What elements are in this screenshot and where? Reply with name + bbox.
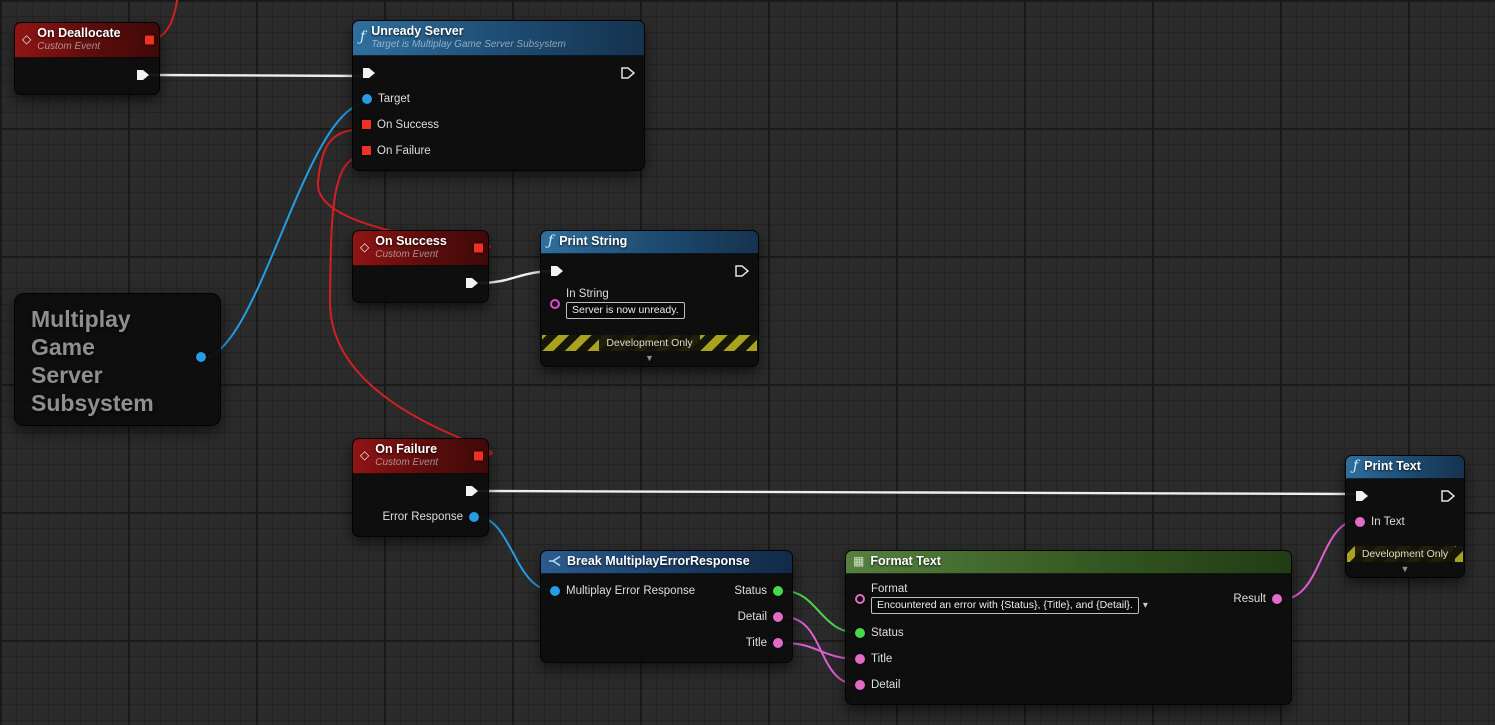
title-input-pin[interactable] — [855, 653, 865, 664]
exec-out-pin[interactable] — [621, 66, 635, 79]
format-input-pin[interactable] — [855, 593, 865, 604]
development-only-banner: Development Only — [542, 334, 757, 351]
multiplay-error-response-input-pin[interactable] — [550, 585, 560, 596]
error-response-output-pin[interactable] — [469, 511, 479, 522]
node-title: Break MultiplayErrorResponse — [567, 554, 750, 568]
collapse-arrow-icon[interactable]: ▼ — [645, 352, 654, 363]
in-text-input-pin[interactable] — [1355, 516, 1365, 527]
node-multiplay-game-server-subsystem[interactable]: Multiplay Game Server Subsystem — [14, 293, 221, 426]
detail-output-pin[interactable] — [773, 611, 783, 622]
development-only-label: Development Only — [599, 334, 700, 351]
node-header: ▦ Format Text — [846, 551, 1291, 574]
function-icon: ƒ — [360, 29, 366, 46]
node-title: Print Text — [1364, 459, 1421, 473]
function-icon: ƒ — [1353, 458, 1359, 475]
delegate-output-pin[interactable] — [474, 243, 483, 253]
on-success-delegate-pin[interactable] — [362, 120, 371, 130]
node-title: Print String — [559, 234, 628, 248]
pin-label-result: Result — [1233, 592, 1266, 605]
node-format-text[interactable]: ▦ Format Text Format Encountered an erro… — [845, 550, 1292, 705]
custom-event-icon: ◇ — [22, 32, 32, 47]
exec-out-pin[interactable] — [136, 69, 150, 81]
node-subtitle: Custom Event — [37, 40, 101, 52]
node-title: On Success — [375, 234, 447, 248]
node-print-text[interactable]: ƒ Print Text In Text Development Only ▼ — [1345, 455, 1465, 578]
pin-label-target: Target — [378, 92, 410, 105]
pin-label-in-text: In Text — [1371, 515, 1405, 528]
title-output-pin[interactable] — [773, 637, 783, 648]
target-input-pin[interactable] — [362, 93, 372, 104]
node-subtitle: Custom Event — [375, 456, 439, 468]
delegate-output-pin[interactable] — [145, 35, 154, 45]
wire-object-subsystem-to-target[interactable] — [201, 102, 368, 359]
node-on-failure[interactable]: ◇ On Failure Custom Event Error Response — [352, 438, 489, 537]
node-header: ◇ On Deallocate Custom Event — [15, 23, 159, 58]
pin-label-on-failure: On Failure — [377, 144, 431, 157]
node-title: On Failure — [375, 442, 438, 456]
break-struct-icon — [549, 556, 561, 567]
collapse-arrow-icon[interactable]: ▼ — [1400, 563, 1410, 574]
in-string-input[interactable]: Server is now unready. — [566, 302, 685, 320]
result-output-pin[interactable] — [1272, 593, 1282, 604]
pin-label-in-string: In String — [566, 288, 609, 301]
development-only-banner: Development Only — [1347, 545, 1463, 562]
pin-label-input: Multiplay Error Response — [566, 584, 696, 597]
format-input[interactable]: Encountered an error with {Status}, {Tit… — [871, 597, 1139, 615]
pin-label-format: Format — [871, 583, 908, 596]
pin-label-status: Status — [871, 626, 904, 639]
node-subtitle: Target is Multiplay Game Server Subsyste… — [371, 38, 566, 50]
subsystem-output-pin[interactable] — [196, 352, 206, 362]
node-header: ƒ Print Text — [1346, 456, 1464, 479]
function-icon: ƒ — [548, 233, 554, 250]
node-title: Unready Server — [371, 24, 464, 38]
node-break-multiplay-error-response[interactable]: Break MultiplayErrorResponse Multiplay E… — [540, 550, 793, 663]
exec-out-pin[interactable] — [465, 277, 479, 289]
node-title: Format Text — [870, 554, 941, 568]
exec-in-pin[interactable] — [550, 265, 564, 277]
pin-label-title: Title — [871, 652, 893, 665]
wire-exec-onfailure-to-printtext[interactable] — [477, 489, 1362, 496]
pin-label-error-response: Error Response — [382, 510, 463, 523]
pin-label-title: Title — [745, 636, 767, 649]
node-on-success[interactable]: ◇ On Success Custom Event — [352, 230, 489, 303]
custom-event-icon: ◇ — [360, 448, 370, 463]
delegate-output-pin[interactable] — [474, 451, 483, 461]
variable-node-title: Multiplay Game Server Subsystem — [31, 306, 154, 417]
exec-out-pin[interactable] — [1441, 490, 1455, 502]
node-unready-server[interactable]: ƒ Unready Server Target is Multiplay Gam… — [352, 20, 645, 171]
exec-out-pin[interactable] — [735, 265, 749, 277]
wire-delegate-onfailure[interactable] — [328, 154, 493, 456]
node-header: Break MultiplayErrorResponse — [541, 551, 792, 574]
node-header: ◇ On Success Custom Event — [353, 231, 488, 266]
pin-label-on-success: On Success — [377, 118, 439, 131]
node-header: ƒ Unready Server Target is Multiplay Gam… — [353, 21, 644, 56]
node-header: ◇ On Failure Custom Event — [353, 439, 488, 474]
exec-out-pin[interactable] — [465, 485, 479, 497]
wire-exec-deallocate-to-unready[interactable] — [149, 73, 370, 78]
exec-in-pin[interactable] — [362, 67, 376, 79]
node-print-string[interactable]: ƒ Print String In String Server is now u… — [540, 230, 759, 367]
node-on-deallocate[interactable]: ◇ On Deallocate Custom Event — [14, 22, 160, 95]
exec-in-pin[interactable] — [1355, 490, 1369, 502]
in-string-pin[interactable] — [550, 298, 560, 309]
on-failure-delegate-pin[interactable] — [362, 146, 371, 156]
dropdown-arrow-icon[interactable]: ▾ — [1142, 600, 1148, 612]
development-only-label: Development Only — [1354, 545, 1456, 562]
detail-input-pin[interactable] — [855, 679, 865, 690]
pin-label-status: Status — [734, 584, 767, 597]
status-input-pin[interactable] — [855, 627, 865, 638]
node-header: ƒ Print String — [541, 231, 758, 254]
pin-label-detail: Detail — [871, 678, 901, 691]
node-subtitle: Custom Event — [375, 248, 439, 260]
custom-event-icon: ◇ — [360, 240, 370, 255]
status-output-pin[interactable] — [773, 585, 783, 596]
format-text-icon: ▦ — [853, 554, 865, 569]
node-title: On Deallocate — [37, 26, 121, 40]
pin-label-detail: Detail — [737, 610, 767, 623]
